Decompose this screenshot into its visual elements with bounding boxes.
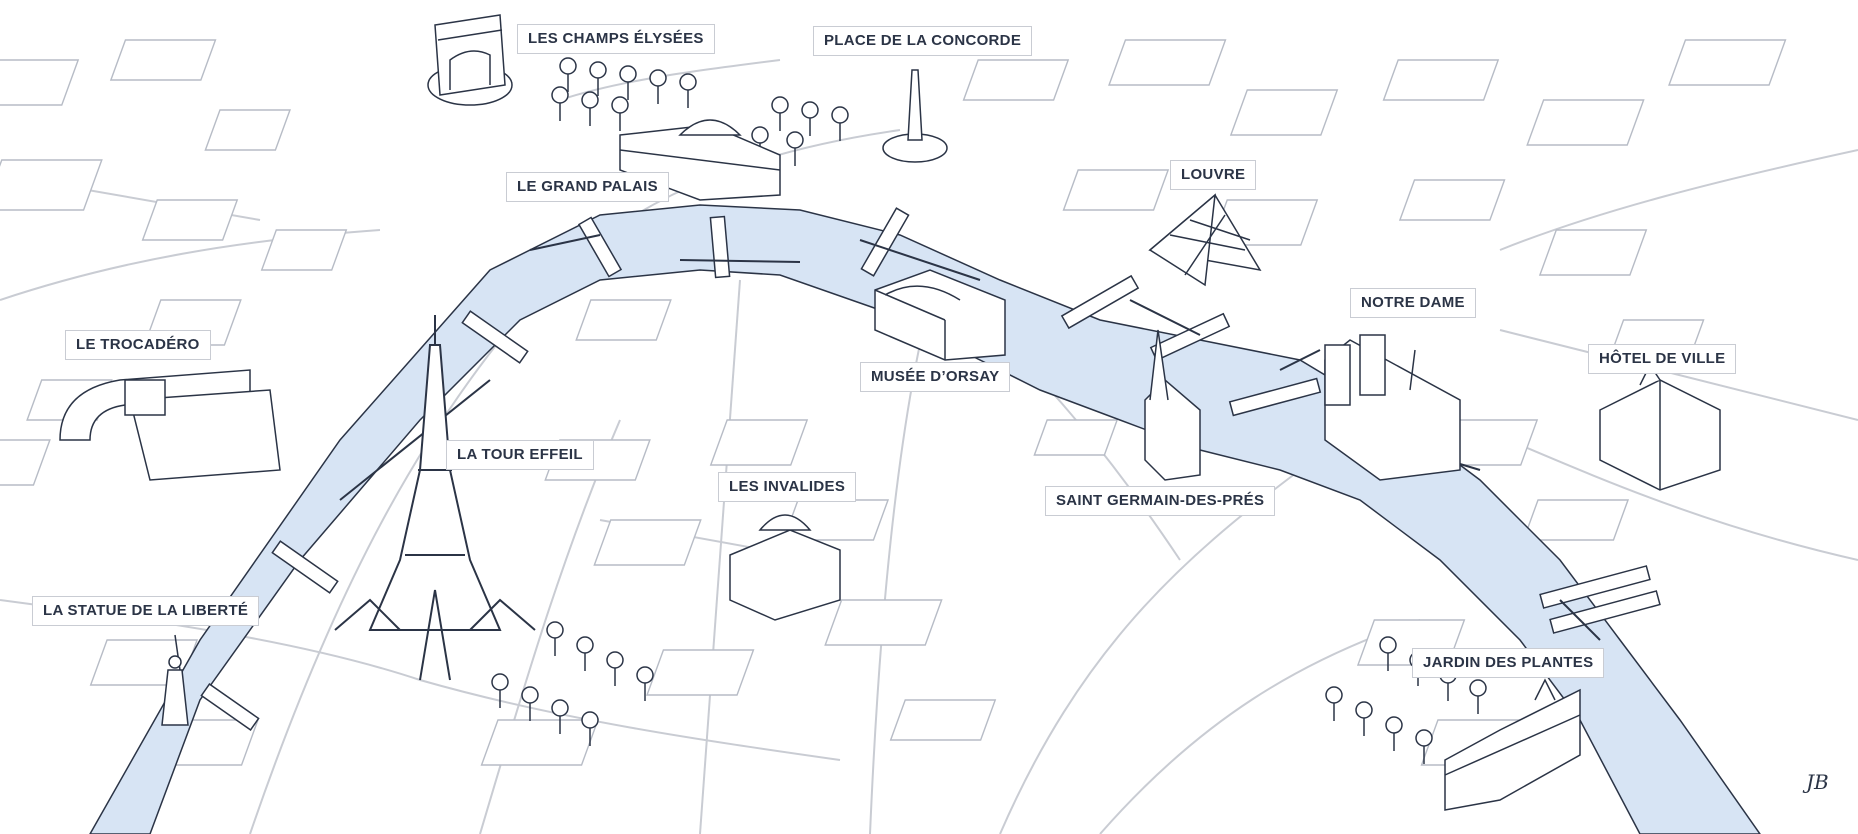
label-tour-eiffel: LA TOUR EFFEIL [446,440,594,470]
notre-dame-icon [1324,334,1461,481]
musee-orsay-icon [874,269,1006,361]
label-musee-orsay: MUSÉE D’ORSAY [860,362,1011,392]
label-trocadero: LE TROCADÉRO [65,330,211,360]
jardin-des-plantes-building-icon [1444,678,1581,811]
saint-germain-church-icon [1144,329,1201,481]
eiffel-tower-icon [334,315,536,681]
label-hotel-de-ville: HÔTEL DE VILLE [1588,344,1737,374]
arc-de-triomphe-icon [427,14,513,106]
label-grand-palais: LE GRAND PALAIS [506,172,669,202]
obelisk-icon [882,69,948,163]
statue-of-liberty-icon [161,634,189,726]
label-notre-dame: NOTRE DAME [1350,288,1476,318]
hotel-de-ville-icon [1599,363,1721,491]
bridges [200,207,1661,731]
louvre-pyramid-icon [1148,193,1262,287]
label-champs-elysees: LES CHAMPS ÉLYSÉES [517,24,715,54]
label-louvre: LOUVRE [1170,160,1257,190]
label-invalides: LES INVALIDES [718,472,857,502]
label-jardin-des-plantes: JARDIN DES PLANTES [1412,648,1605,678]
artist-signature: JB [1806,770,1829,794]
label-statue-de-la-liberte: LA STATUE DE LA LIBERTÉ [32,596,260,626]
label-saint-germain-des-pres: SAINT GERMAIN-DES-PRÉS [1045,486,1276,516]
label-place-de-la-concorde: PLACE DE LA CONCORDE [813,26,1033,56]
trocadero-icon [59,369,281,481]
